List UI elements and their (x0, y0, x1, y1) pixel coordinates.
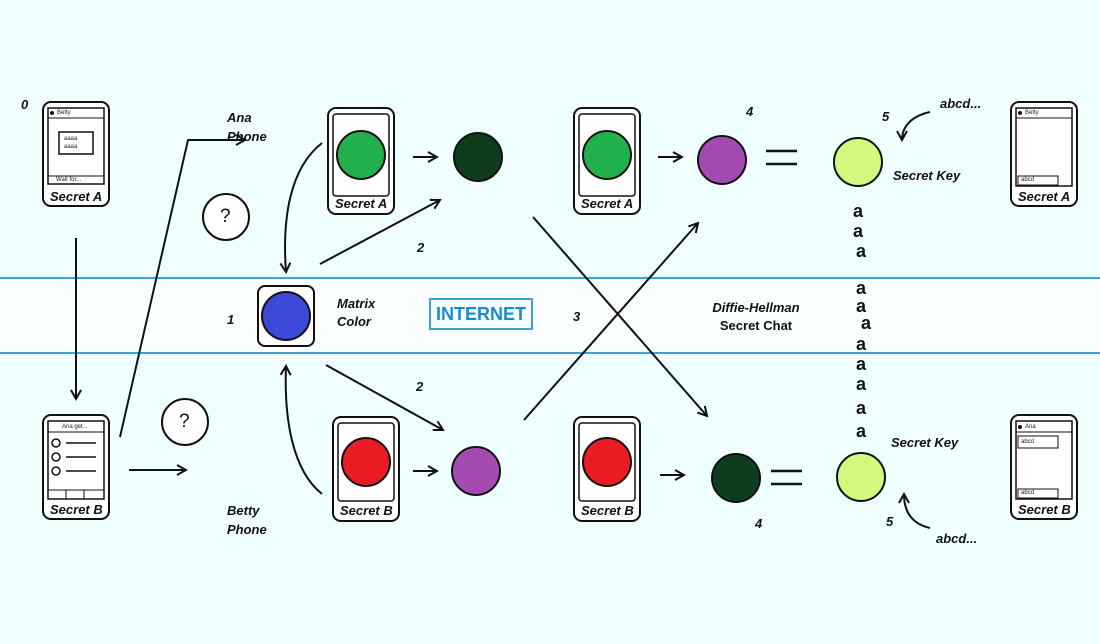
betty-phone-label: Betty Phone (227, 503, 267, 537)
matrix-line1: Matrix (337, 296, 376, 311)
phone-label-secret-a-1: Secret A (335, 196, 388, 211)
question-mark-2: ? (179, 411, 190, 432)
step-3-label: 3 (573, 309, 581, 324)
matrix-color-box (257, 285, 315, 347)
chat-letter: a (856, 241, 867, 261)
equals-sign-top (766, 149, 797, 166)
screen-a-left-footer: Wait for... (56, 177, 82, 183)
betty-phone-line2: Phone (227, 521, 267, 537)
chat-letter: a (856, 398, 867, 418)
secret-key-circle-top (833, 137, 883, 187)
arrow-cross-down (532, 216, 707, 416)
purple-circle-bottom (451, 446, 501, 496)
chat-letter: a (853, 221, 864, 241)
arrow-matrix-to-top-2 (319, 200, 440, 265)
screen-a-left-header: Betty (57, 110, 71, 116)
screen-b-right-footer: abcd (1021, 490, 1035, 496)
ana-phone-line2: Phone (227, 128, 267, 144)
step-5-bottom-label: 5 (886, 514, 894, 529)
arrow-b-to-ana-phone (119, 140, 245, 438)
phone-label-secret-b-right: Secret B (1018, 502, 1071, 517)
screen-a-left-line2: aaaa (64, 144, 78, 150)
arrow-matrix-to-bottom-2 (325, 364, 443, 430)
screen-a-left-line1: aaaa (64, 136, 78, 142)
internet-band (0, 278, 1100, 353)
matrix-line2: Color (337, 313, 371, 329)
step-4-top-label: 4 (746, 104, 754, 119)
step-2-bottom-label: 2 (416, 379, 424, 394)
abcd-top-label: abcd... (940, 96, 982, 111)
step-1-label: 1 (227, 312, 235, 327)
screen-b-left-header: Ana get... (62, 424, 88, 430)
arrow-abcd-top (902, 111, 931, 140)
chat-letter: a (861, 313, 872, 333)
dh-line2: Secret Chat (719, 317, 793, 333)
question-mark-1: ? (220, 206, 231, 227)
ana-phone-line1: Ana (227, 110, 252, 125)
step-5-top-label: 5 (882, 109, 890, 124)
internet-label: INTERNET (429, 298, 533, 330)
dh-line1: Diffie-Hellman (712, 300, 800, 315)
dark-green-circle-bottom (711, 453, 761, 503)
phone-secret-b-right (1010, 414, 1078, 520)
question-circle-2 (161, 398, 209, 446)
betty-phone-line1: Betty (227, 503, 260, 518)
chat-letter: a (856, 278, 867, 298)
phone-secret-b-left (42, 414, 110, 520)
arrow-red-to-matrix (286, 366, 323, 495)
chat-letter: a (856, 296, 867, 316)
phone-label-secret-a-left: Secret A (50, 189, 103, 204)
phone-secret-a-left (42, 101, 110, 207)
question-circle-1 (202, 193, 250, 241)
chat-letter: a (856, 334, 867, 354)
chat-letter: a (853, 201, 864, 221)
secret-key-top-label: Secret Key (893, 168, 961, 183)
phone-secret-b-red-1 (332, 416, 400, 522)
phone-label-secret-a-right: Secret A (1018, 189, 1071, 204)
phone-label-secret-b-2: Secret B (581, 503, 634, 518)
arrow-green-to-matrix (285, 142, 323, 272)
screen-b-right-header: Ana (1025, 424, 1036, 430)
step-4-bottom-label: 4 (755, 516, 763, 531)
screen-a-right-footer: abcd (1021, 177, 1035, 183)
purple-circle-top (697, 135, 747, 185)
step-2-top-label: 2 (417, 240, 425, 255)
matrix-color-label: Matrix Color (337, 296, 375, 329)
arrow-abcd-bottom (904, 494, 931, 529)
phone-secret-a-green-2 (573, 107, 641, 215)
phone-label-secret-b-1: Secret B (340, 503, 393, 518)
arrow-cross-up (523, 223, 698, 421)
equals-sign-bottom (771, 469, 802, 486)
step-0-label: 0 (21, 97, 29, 112)
abcd-bottom-label: abcd... (936, 531, 978, 546)
chat-letter: a (856, 374, 867, 394)
screen-a-right-header: Betty (1025, 110, 1039, 116)
dark-green-circle-top (453, 132, 503, 182)
chat-letter: a (856, 421, 867, 441)
screen-b-right-box: abcd (1021, 439, 1035, 445)
secret-key-bottom-label: Secret Key (891, 435, 959, 450)
phone-secret-a-green-1 (327, 107, 395, 215)
phone-secret-b-red-2 (573, 416, 641, 522)
ana-phone-label: Ana Phone (227, 110, 267, 144)
secret-key-circle-bottom (836, 452, 886, 502)
phone-secret-a-right (1010, 101, 1078, 207)
phone-label-secret-b-left: Secret B (50, 502, 103, 517)
diffie-hellman-label: Diffie-Hellman Secret Chat (706, 300, 806, 333)
phone-label-secret-a-2: Secret A (581, 196, 634, 211)
chat-letter: a (856, 354, 867, 374)
